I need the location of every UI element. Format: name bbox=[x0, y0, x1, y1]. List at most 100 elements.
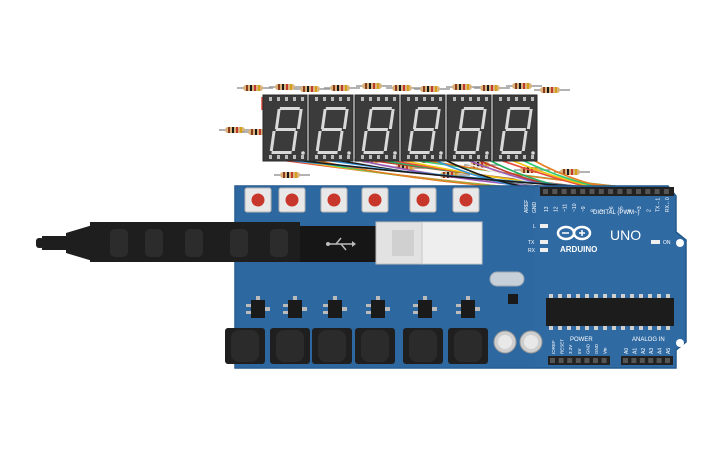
seven-segment-digit-2[interactable] bbox=[308, 94, 354, 162]
header-pin[interactable] bbox=[601, 358, 607, 363]
header-pin[interactable] bbox=[654, 189, 660, 194]
digital-pin-label: 7 bbox=[600, 209, 606, 212]
power-pin-label: GND bbox=[585, 343, 590, 354]
usb-plug[interactable] bbox=[375, 221, 483, 265]
header-pin[interactable] bbox=[543, 189, 548, 194]
resistor[interactable] bbox=[274, 172, 310, 178]
segment bbox=[434, 109, 441, 129]
header-pin[interactable] bbox=[623, 358, 628, 363]
digital-pin-label: 12 bbox=[553, 206, 559, 212]
header-pin[interactable] bbox=[552, 189, 558, 194]
header-pin[interactable] bbox=[558, 358, 564, 363]
jack-row[interactable] bbox=[225, 328, 488, 364]
led-rx-label: RX bbox=[528, 248, 536, 254]
segment bbox=[271, 151, 292, 154]
transistor bbox=[323, 296, 347, 318]
segment bbox=[458, 109, 465, 129]
decimal-point bbox=[439, 151, 443, 155]
header-pin[interactable] bbox=[608, 189, 614, 194]
segment bbox=[296, 109, 303, 129]
header-pin[interactable] bbox=[593, 358, 598, 363]
button-6[interactable] bbox=[452, 187, 480, 213]
header-pin[interactable] bbox=[550, 358, 555, 363]
jack-6[interactable] bbox=[448, 328, 488, 364]
header-pin[interactable] bbox=[626, 189, 632, 194]
capacitor-2 bbox=[519, 330, 543, 354]
decimal-point bbox=[347, 151, 351, 155]
header-pin[interactable] bbox=[570, 189, 576, 194]
seven-segment-digit-5[interactable] bbox=[446, 94, 492, 162]
header-pin[interactable] bbox=[584, 358, 590, 363]
header-pin[interactable] bbox=[589, 189, 595, 194]
seven-segment-digit-6[interactable] bbox=[492, 94, 538, 162]
power-label: POWER bbox=[570, 337, 593, 343]
jack-4[interactable] bbox=[355, 328, 395, 364]
seven-segment-digit-3[interactable] bbox=[354, 94, 400, 162]
header-pin[interactable] bbox=[639, 358, 645, 363]
digital-pin-label: ~3 bbox=[637, 206, 643, 212]
resistor[interactable] bbox=[294, 86, 330, 92]
jack-2[interactable] bbox=[270, 328, 310, 364]
header-pin[interactable] bbox=[580, 189, 586, 194]
segment bbox=[409, 151, 430, 154]
power-pin-label: RESET bbox=[560, 339, 565, 354]
jack-1[interactable] bbox=[225, 328, 265, 364]
resistor[interactable] bbox=[269, 84, 305, 90]
digital-pin-label: 2 bbox=[646, 209, 652, 212]
resistor[interactable] bbox=[414, 86, 450, 92]
mounting-hole bbox=[676, 339, 684, 347]
segment bbox=[274, 109, 281, 129]
jack-5[interactable] bbox=[403, 328, 443, 364]
pushbutton-row[interactable] bbox=[244, 187, 480, 213]
digital-pin-label: ~11 bbox=[563, 204, 569, 212]
resistor[interactable] bbox=[474, 85, 510, 91]
jack-3[interactable] bbox=[312, 328, 352, 364]
header-pin[interactable] bbox=[648, 358, 654, 363]
header-pin[interactable] bbox=[645, 189, 651, 194]
power-header[interactable] bbox=[548, 356, 610, 365]
brand-logo-text: ARDUINO bbox=[560, 245, 597, 254]
transistor bbox=[283, 296, 307, 318]
segment bbox=[480, 109, 487, 129]
analog-header[interactable] bbox=[621, 356, 673, 365]
segment bbox=[363, 151, 384, 154]
header-pin[interactable] bbox=[665, 358, 670, 363]
header-pin[interactable] bbox=[656, 358, 662, 363]
seven-segment-display-row[interactable] bbox=[262, 94, 538, 162]
header-pin[interactable] bbox=[617, 189, 623, 194]
segment bbox=[509, 107, 530, 110]
analog-pin-label: A4 bbox=[658, 348, 664, 354]
header-pin[interactable] bbox=[663, 189, 669, 194]
header-pin[interactable] bbox=[631, 358, 637, 363]
button-1[interactable] bbox=[244, 187, 272, 213]
button-2[interactable] bbox=[278, 187, 306, 213]
segment bbox=[417, 107, 438, 110]
resistor[interactable] bbox=[324, 85, 360, 91]
segment bbox=[325, 107, 346, 110]
header-pin[interactable] bbox=[598, 189, 604, 194]
header-pin[interactable] bbox=[561, 189, 567, 194]
resistor[interactable] bbox=[506, 83, 542, 89]
segment bbox=[504, 109, 511, 129]
resistor[interactable] bbox=[386, 85, 422, 91]
decimal-point bbox=[485, 151, 489, 155]
button-3[interactable] bbox=[320, 187, 348, 213]
resistor[interactable] bbox=[356, 83, 392, 89]
header-pin[interactable] bbox=[567, 358, 573, 363]
digital-header[interactable] bbox=[540, 187, 674, 196]
on-label: ON bbox=[663, 240, 671, 246]
seven-segment-digit-1[interactable] bbox=[262, 94, 308, 162]
arduino-logo-icon bbox=[556, 225, 592, 241]
resistor[interactable] bbox=[237, 85, 273, 91]
resistor[interactable] bbox=[446, 84, 482, 90]
header-pin[interactable] bbox=[636, 189, 641, 194]
resistor[interactable] bbox=[534, 87, 570, 93]
header-pin[interactable] bbox=[575, 358, 581, 363]
usb-cable[interactable] bbox=[36, 222, 380, 262]
button-5[interactable] bbox=[409, 187, 437, 213]
resistor[interactable] bbox=[554, 169, 590, 175]
button-4[interactable] bbox=[361, 187, 389, 213]
seven-segment-digit-4[interactable] bbox=[400, 94, 446, 162]
led-l-label: L bbox=[533, 224, 536, 230]
